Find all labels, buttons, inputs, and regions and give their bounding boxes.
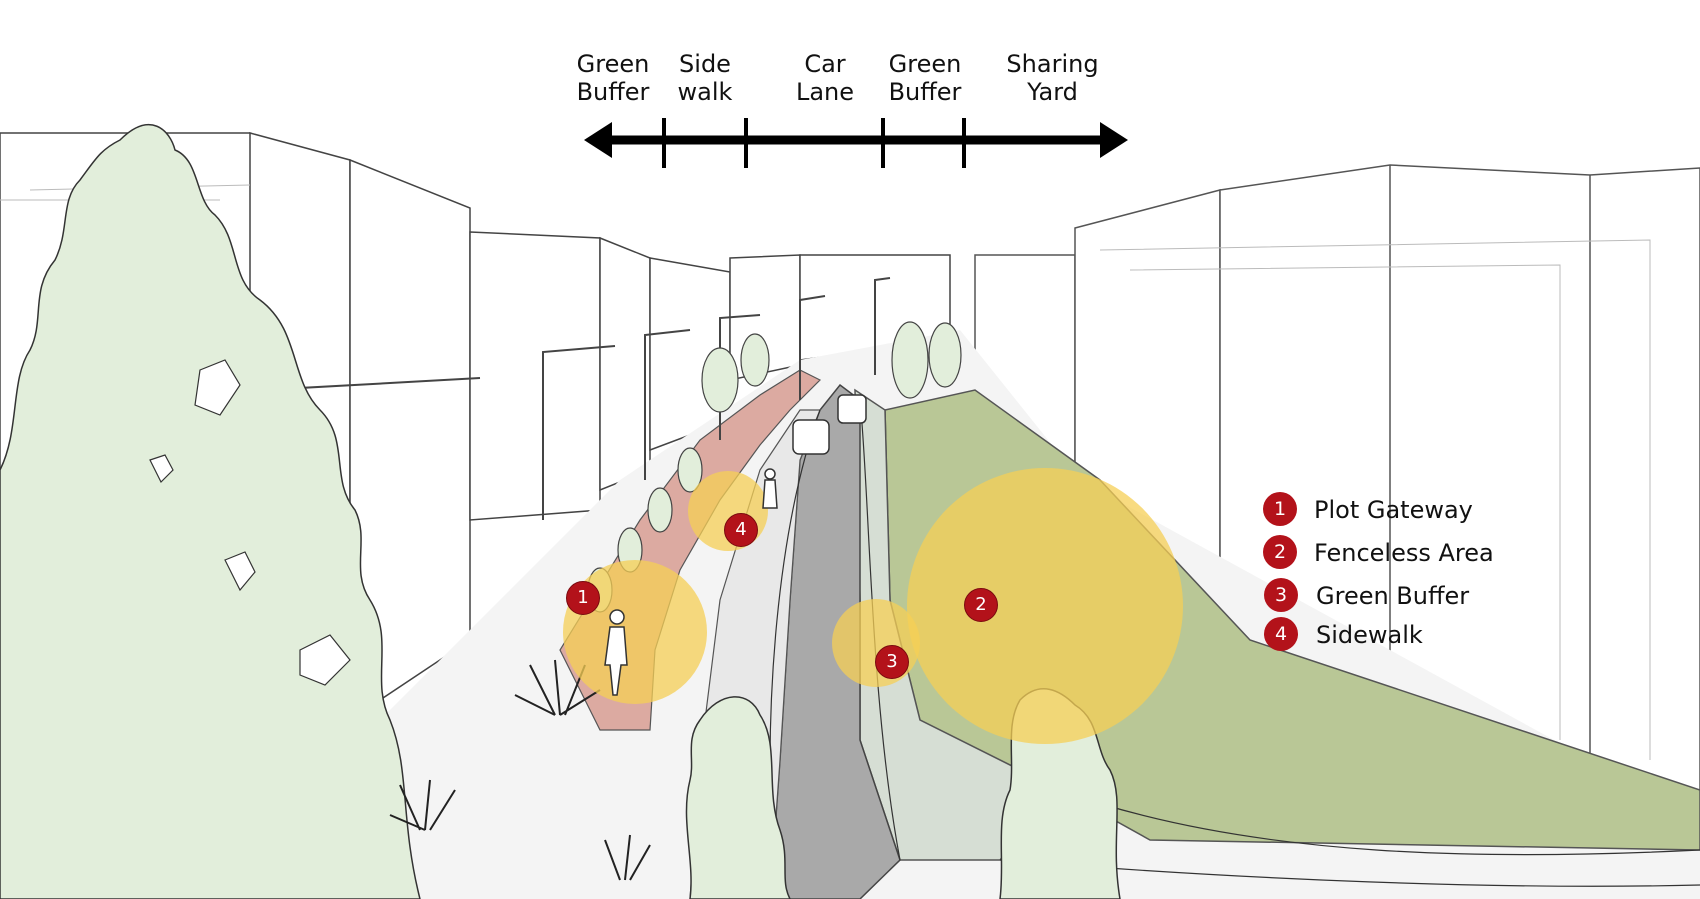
tree-gaps	[149, 359, 351, 686]
legend-label-green-buffer: Green Buffer	[1316, 582, 1470, 610]
section-label-sharing-yard: Sharing Yard	[1006, 50, 1099, 106]
legend-num-4: 4	[1264, 617, 1298, 651]
legend-num-3: 3	[1264, 578, 1298, 612]
cars	[792, 394, 867, 455]
section-arrow	[584, 118, 1128, 168]
highlight-green-buffer	[832, 599, 920, 687]
legend-num-1: 1	[1263, 492, 1297, 526]
legend-num-2: 2	[1263, 535, 1297, 569]
marker-sidewalk: 4	[724, 513, 758, 547]
agave-plants	[389, 659, 651, 881]
legend-label-sidewalk: Sidewalk	[1316, 621, 1423, 649]
legend-label-fenceless-area: Fenceless Area	[1314, 539, 1494, 567]
marker-green-buffer: 3	[875, 645, 909, 679]
foreground-tree-left	[0, 124, 421, 899]
legend-label-plot-gateway: Plot Gateway	[1314, 496, 1473, 524]
section-label-side-walk: Side walk	[677, 50, 733, 106]
section-label-car-lane: Car Lane	[795, 50, 855, 106]
marker-fenceless-area: 2	[964, 588, 998, 622]
marker-plot-gateway: 1	[566, 581, 600, 615]
section-label-green-buffer-left: Green Buffer	[576, 50, 650, 106]
highlight-fenceless-area	[907, 468, 1183, 744]
foreground-tree-middle	[685, 696, 791, 899]
pedestrians	[604, 468, 778, 696]
section-label-green-buffer-right: Green Buffer	[888, 50, 962, 106]
